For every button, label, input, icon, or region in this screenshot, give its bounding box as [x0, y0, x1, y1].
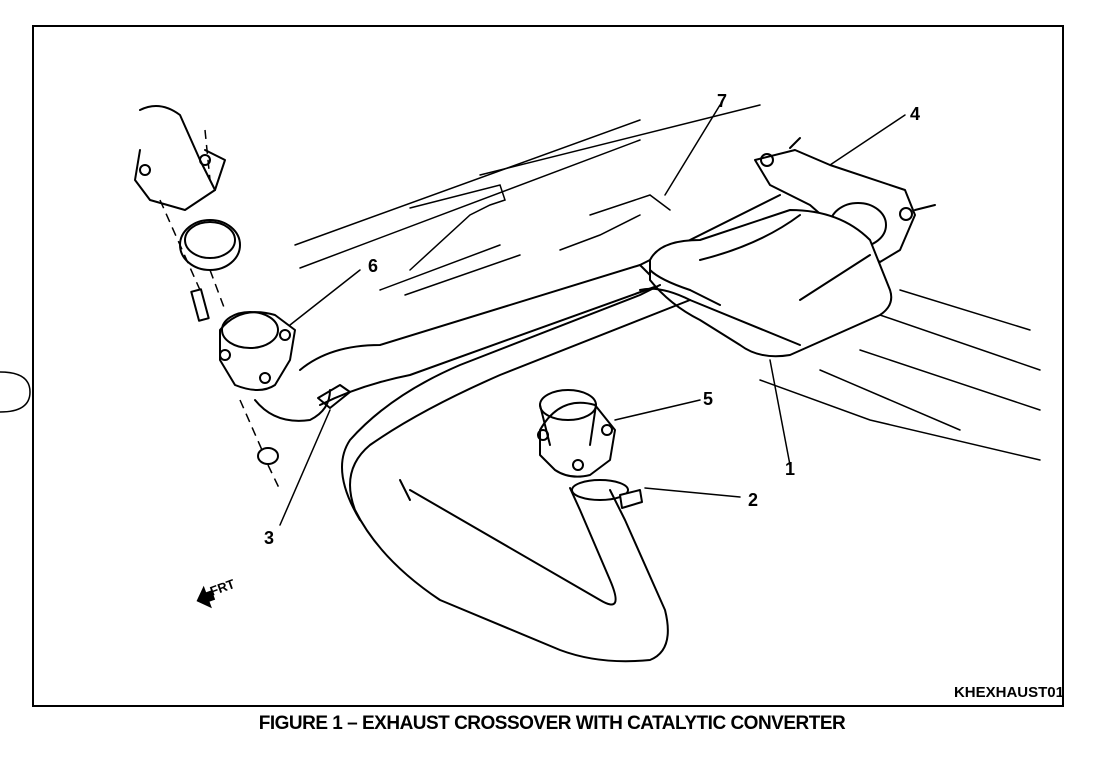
front-direction-label: FRT	[208, 576, 237, 599]
callout-4: 4	[910, 104, 920, 124]
figure-code: KHEXHAUST01	[954, 684, 1064, 701]
arrow-left-icon	[196, 585, 216, 609]
vehicle-body-lines	[294, 104, 1041, 461]
callout-7: 7	[717, 91, 727, 111]
figure-caption: FIGURE 1 – EXHAUST CROSSOVER WITH CATALY…	[258, 713, 846, 734]
callout-3: 3	[264, 528, 274, 548]
callout-2: 2	[748, 490, 758, 510]
page-punch-hole	[0, 371, 31, 413]
catalytic-converter	[639, 209, 893, 358]
callout-6: 6	[368, 256, 378, 276]
left-flange-assembly	[134, 105, 351, 491]
callout-1: 1	[785, 459, 795, 479]
figure-frame	[32, 25, 1064, 707]
right-flange	[537, 389, 643, 509]
front-direction-marker: FRT	[196, 576, 237, 609]
y-pipe	[341, 284, 721, 663]
leader-lines	[279, 104, 906, 526]
callout-5: 5	[703, 389, 713, 409]
